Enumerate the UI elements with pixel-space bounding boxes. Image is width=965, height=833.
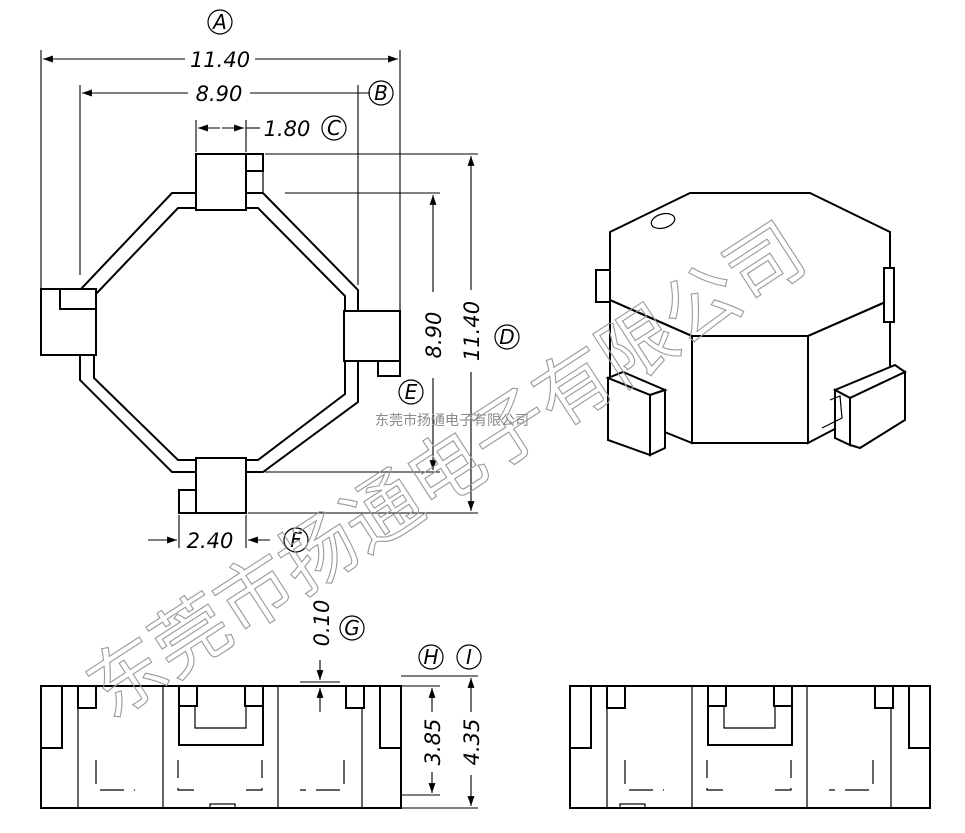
callout-g: G [344, 616, 360, 640]
callout-c: C [327, 116, 341, 140]
dimension-i-value: 4.35 [460, 719, 484, 766]
dimension-d: 11.40 D [248, 153, 520, 514]
callout-h: H [423, 645, 438, 669]
dimension-f-value: 2.40 [187, 529, 234, 553]
callout-i: I [466, 645, 472, 669]
isometric-view [595, 192, 907, 457]
dimension-i: 4.35 I [401, 644, 484, 809]
watermark-small: 东莞市扬通电子有限公司 [375, 412, 529, 429]
left-terminal [40, 288, 97, 356]
callout-b: B [374, 81, 388, 105]
callout-a: A [211, 10, 227, 34]
dimension-e: 8.90 E [265, 192, 446, 473]
dimension-d-value: 11.40 [460, 301, 484, 361]
dimension-a: 11.40 A [40, 9, 401, 311]
iso-terminal-front-right [821, 363, 907, 450]
iso-terminal-right-back [883, 267, 895, 323]
outer-octagon [79, 192, 359, 473]
dimension-b-value: 8.90 [196, 82, 243, 106]
side-view-right [569, 685, 931, 809]
dimension-f: 2.40 F [148, 515, 309, 553]
callout-f: F [290, 528, 302, 552]
dimension-e-value: 8.90 [422, 312, 446, 359]
side-view-left: 0.10 G 3.85 H 4.35 I [40, 600, 484, 809]
watermark-large: 东莞市扬通电子有限公司 [71, 205, 821, 735]
top-terminal [195, 153, 264, 211]
dimension-b: 8.90 B [79, 80, 394, 285]
iso-terminal-front-left [605, 370, 668, 457]
callout-d: D [499, 325, 514, 349]
top-view: 11.40 A 8.90 B 1.80 C [40, 9, 520, 553]
dimension-g: 0.10 G [300, 600, 365, 712]
dimension-c-value: 1.80 [264, 117, 311, 141]
dimension-a-value: 11.40 [190, 48, 250, 72]
dimension-g-value: 0.10 [310, 600, 334, 647]
inner-octagon [93, 207, 346, 461]
callout-e: E [405, 380, 418, 404]
dimension-h: 3.85 H [401, 644, 445, 796]
dimension-c: 1.80 C [195, 115, 347, 152]
bottom-terminal [178, 457, 247, 514]
dimension-h-value: 3.85 [421, 719, 445, 766]
polarity-mark-icon [650, 212, 676, 230]
iso-terminal-left-back [595, 269, 611, 303]
right-terminal [343, 310, 401, 377]
